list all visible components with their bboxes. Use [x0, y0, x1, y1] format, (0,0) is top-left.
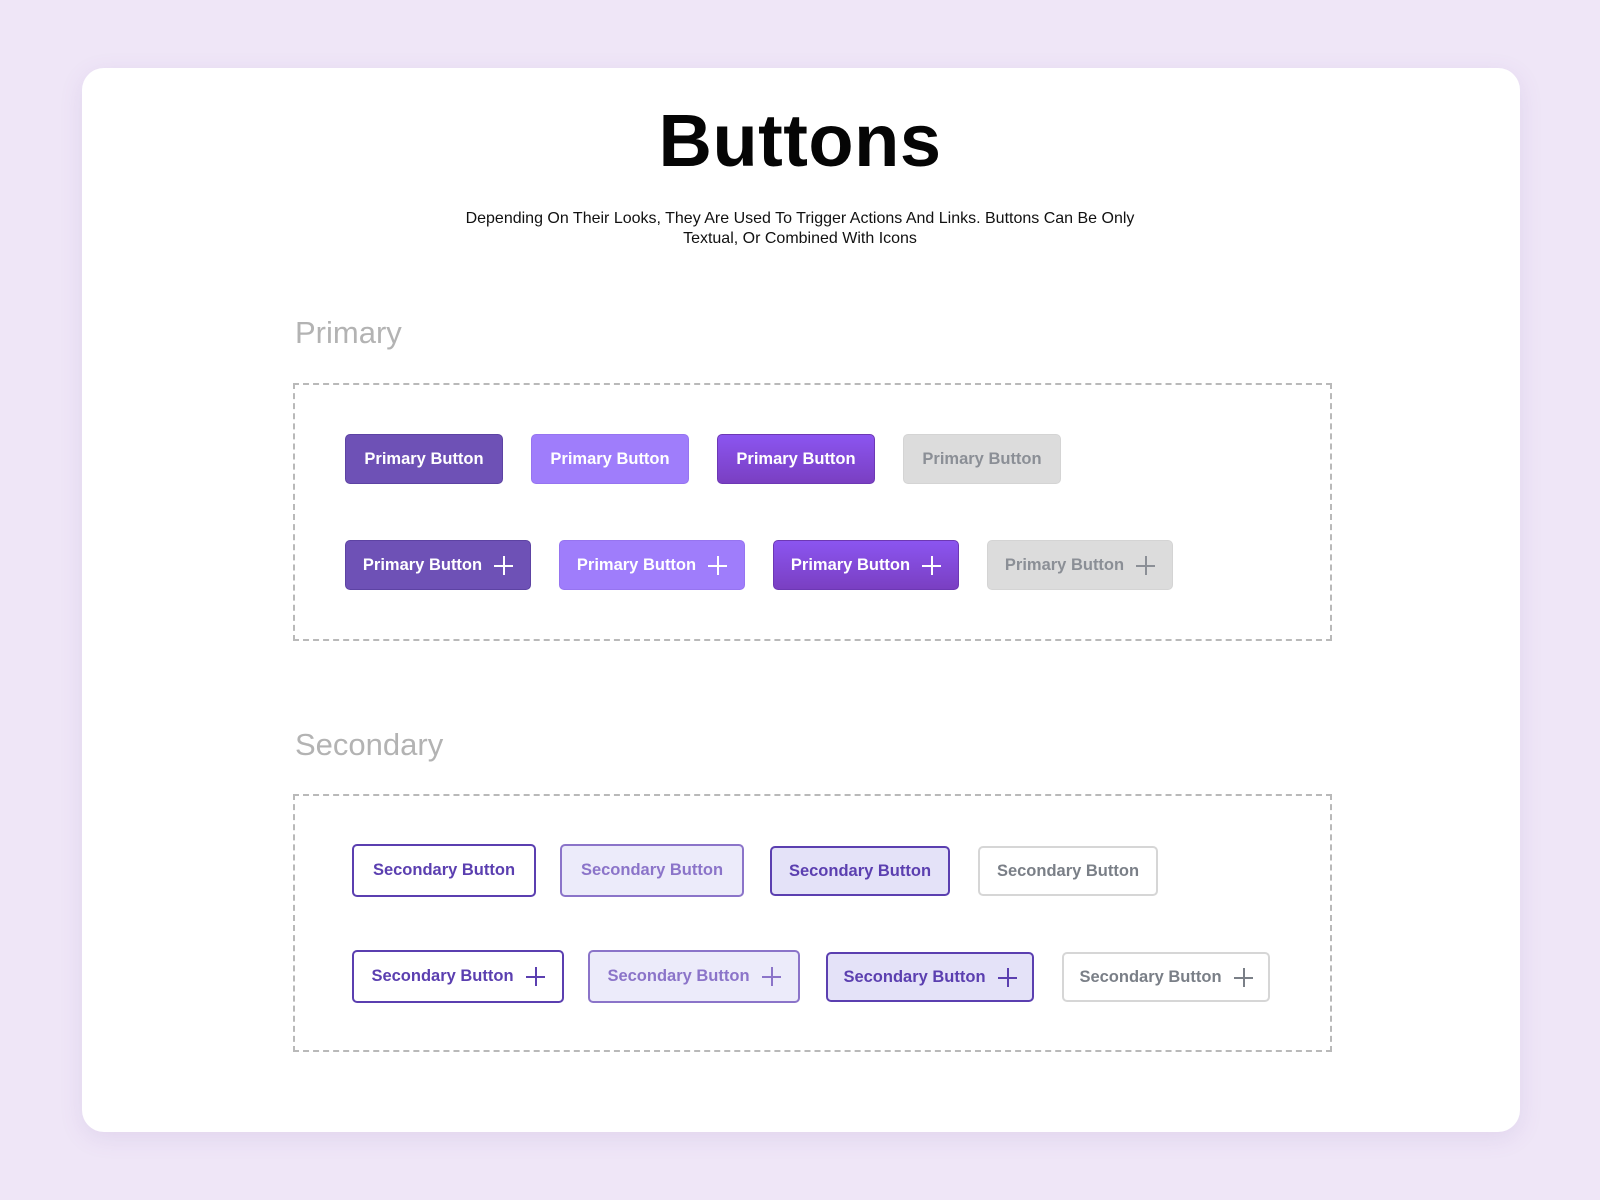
button-label: Primary Button — [736, 449, 856, 468]
secondary-button-hover[interactable]: Secondary Button — [560, 844, 744, 897]
primary-icon-button-disabled[interactable]: Primary Button — [987, 540, 1173, 590]
secondary-icon-button-default[interactable]: Secondary Button — [352, 950, 564, 1003]
primary-button-pressed[interactable]: Primary Button — [717, 434, 875, 484]
primary-icon-button-pressed[interactable]: Primary Button — [773, 540, 959, 590]
secondary-buttons-panel — [293, 794, 1332, 1052]
primary-button-default[interactable]: Primary Button — [345, 434, 503, 484]
button-label: Secondary Button — [788, 861, 932, 880]
button-label: Primary Button — [922, 449, 1042, 468]
primary-button-disabled[interactable]: Primary Button — [903, 434, 1061, 484]
primary-section-label: Primary — [295, 315, 402, 350]
button-label: Primary Button — [364, 449, 484, 468]
page-title: Buttons — [658, 99, 942, 182]
secondary-icon-button-pressed[interactable]: Secondary Button — [826, 952, 1034, 1002]
secondary-button-disabled[interactable]: Secondary Button — [978, 846, 1158, 896]
primary-button-hover[interactable]: Primary Button — [531, 434, 689, 484]
secondary-button-pressed[interactable]: Secondary Button — [770, 846, 950, 896]
button-label: Primary Button — [362, 555, 483, 574]
button-label: Secondary Button — [843, 967, 986, 986]
button-label: Primary Button — [790, 555, 911, 574]
secondary-icon-button-hover[interactable]: Secondary Button — [588, 950, 800, 1003]
button-label: Secondary Button — [371, 967, 514, 985]
primary-buttons-panel — [293, 383, 1332, 641]
button-label: Secondary Button — [1079, 967, 1222, 986]
showcase-card — [82, 68, 1520, 1132]
primary-icon-button-hover[interactable]: Primary Button — [559, 540, 745, 590]
primary-icon-button-default[interactable]: Primary Button — [345, 540, 531, 590]
subtitle-line-1: Depending On Their Looks, They Are Used … — [465, 210, 1135, 227]
button-label: Secondary Button — [372, 861, 516, 879]
button-label: Primary Button — [576, 555, 697, 574]
page-subtitle: Depending On Their Looks, They Are Used … — [400, 209, 1200, 249]
button-label: Secondary Button — [580, 861, 724, 879]
button-label: Secondary Button — [996, 861, 1140, 880]
subtitle-line-2: Textual, Or Combined With Icons — [683, 230, 917, 247]
secondary-button-default[interactable]: Secondary Button — [352, 844, 536, 897]
plus-icon — [922, 555, 942, 575]
secondary-icon-button-disabled[interactable]: Secondary Button — [1062, 952, 1270, 1002]
plus-icon — [1233, 967, 1253, 987]
button-label: Secondary Button — [607, 967, 750, 985]
plus-icon — [761, 967, 781, 986]
plus-icon — [997, 967, 1017, 987]
plus-icon — [1136, 555, 1156, 575]
button-label: Primary Button — [1004, 555, 1125, 574]
plus-icon — [494, 555, 514, 575]
button-label: Primary Button — [550, 449, 670, 468]
secondary-section-label: Secondary — [295, 727, 444, 762]
plus-icon — [708, 555, 728, 575]
plus-icon — [525, 967, 545, 986]
